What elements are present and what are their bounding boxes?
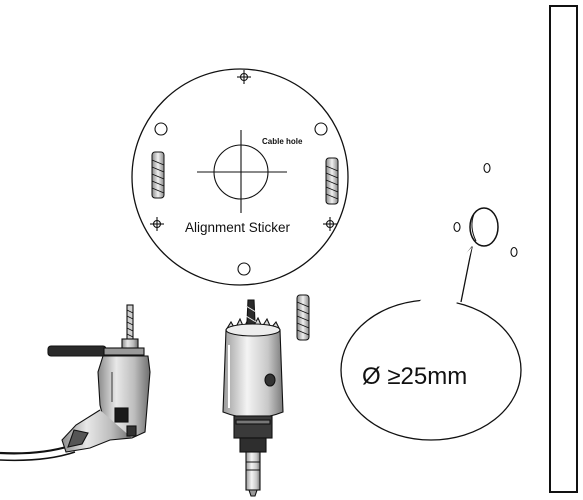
hole-saw-icon <box>222 299 284 497</box>
wall-cable-hole-icon <box>469 207 499 247</box>
sticker-cross-marks <box>150 70 337 231</box>
cable-hole-label: Cable hole <box>262 137 303 146</box>
power-drill-icon <box>0 304 151 462</box>
diameter-label: Ø ≥25mm <box>362 363 467 390</box>
cable-hole-icon <box>197 130 287 213</box>
sticker-mounting-holes <box>154 122 328 276</box>
alignment-sticker-icon: Cable hole Alignment Sticker <box>131 68 349 286</box>
sticker-wall-plug-left <box>151 151 165 199</box>
wall-holes-icon <box>453 162 518 258</box>
wall-plug-icon <box>296 294 310 341</box>
sticker-wall-plug-right <box>325 157 339 205</box>
wall-panel-icon <box>549 5 578 493</box>
diameter-callout: Ø ≥25mm <box>340 246 522 441</box>
sticker-title: Alignment Sticker <box>185 220 291 235</box>
